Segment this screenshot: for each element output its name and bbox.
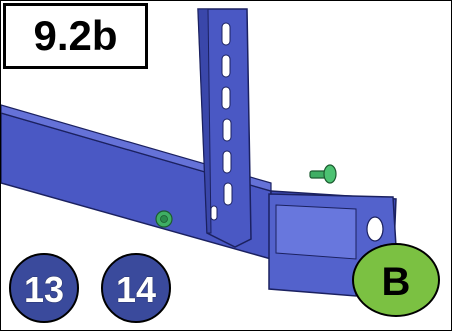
upright-slot xyxy=(222,23,230,45)
upright-slot xyxy=(211,206,217,220)
bracket-slot xyxy=(367,217,383,241)
callout-badge-b: B xyxy=(352,243,440,317)
upright-slot xyxy=(222,87,230,109)
upright-slot xyxy=(224,183,232,205)
upright-slot xyxy=(223,119,231,141)
upright-slot xyxy=(222,55,230,77)
step-number-label: 9.2b xyxy=(3,3,148,69)
part-badge-14: 14 xyxy=(101,253,171,323)
bolt-left xyxy=(156,211,172,227)
upright-slot xyxy=(223,151,231,173)
bolt-right xyxy=(310,165,336,183)
part-badge-13: 13 xyxy=(9,253,79,323)
connector-bracket-face xyxy=(276,205,356,259)
